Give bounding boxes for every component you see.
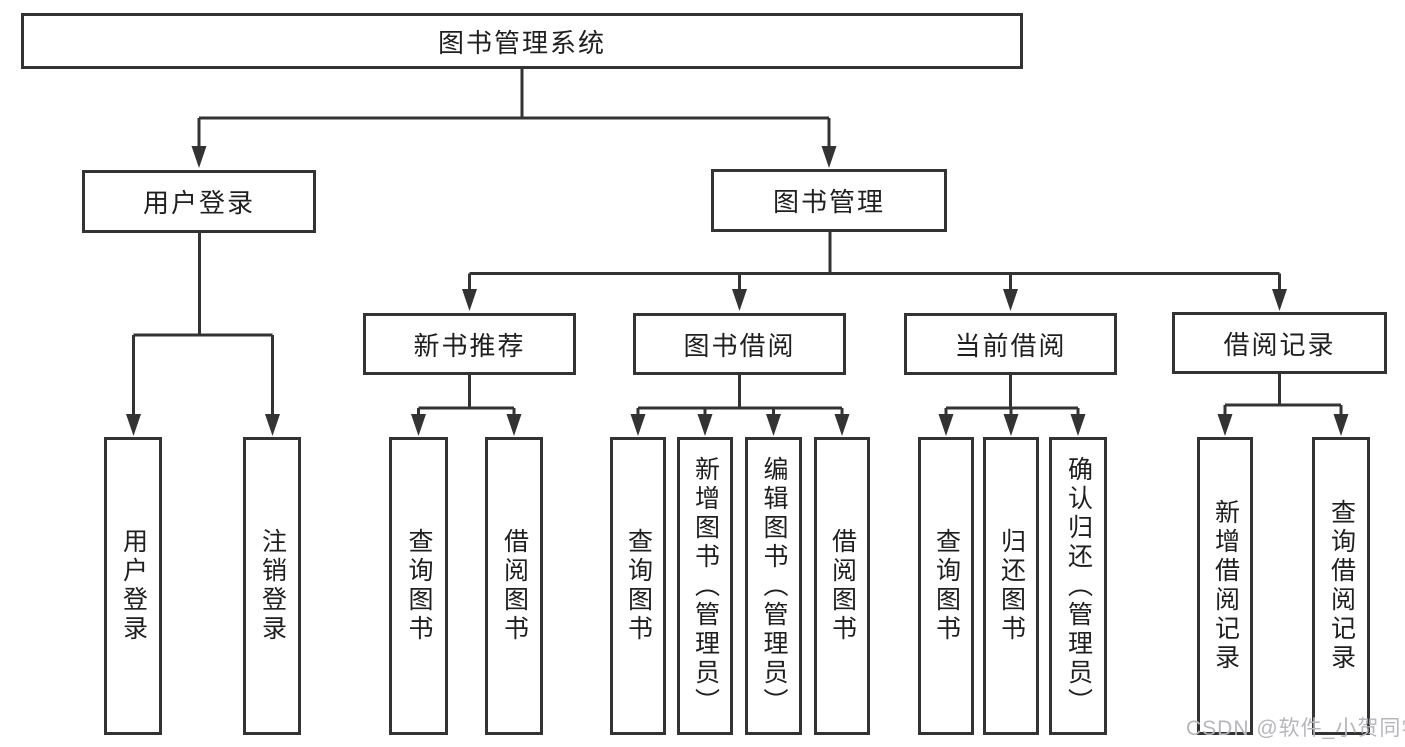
leaf-query-book-recommend: 查询图书: [389, 437, 448, 735]
leaf-return-book: 归还图书: [983, 437, 1039, 735]
node-user-login: 用户登录: [82, 170, 316, 233]
node-book-borrow: 图书借阅: [633, 313, 846, 375]
leaf-borrow-book-recommend: 借阅图书: [485, 437, 543, 735]
leaf-logout: 注销登录: [243, 437, 301, 735]
node-root: 图书管理系统: [21, 13, 1023, 69]
leaf-query-book-borrow: 查询图书: [610, 437, 666, 735]
node-new-book-recommend: 新书推荐: [363, 313, 576, 375]
leaf-confirm-return-admin: 确认归还（管理员）: [1049, 437, 1107, 735]
leaf-add-borrow-record: 新增借阅记录: [1197, 437, 1253, 735]
leaf-user-login: 用户登录: [104, 437, 162, 735]
node-current-borrow: 当前借阅: [904, 313, 1117, 375]
leaf-edit-book-admin: 编辑图书（管理员）: [745, 437, 802, 735]
node-book-management: 图书管理: [711, 169, 947, 232]
leaf-add-book-admin: 新增图书（管理员）: [677, 437, 733, 735]
csdn-watermark: CSDN @软件_小贺同学: [1186, 717, 1405, 740]
node-borrow-records: 借阅记录: [1172, 312, 1387, 374]
leaf-query-borrow-record: 查询借阅记录: [1312, 437, 1370, 735]
leaf-query-book-current: 查询图书: [918, 437, 974, 735]
leaf-borrow-book: 借阅图书: [814, 437, 870, 735]
